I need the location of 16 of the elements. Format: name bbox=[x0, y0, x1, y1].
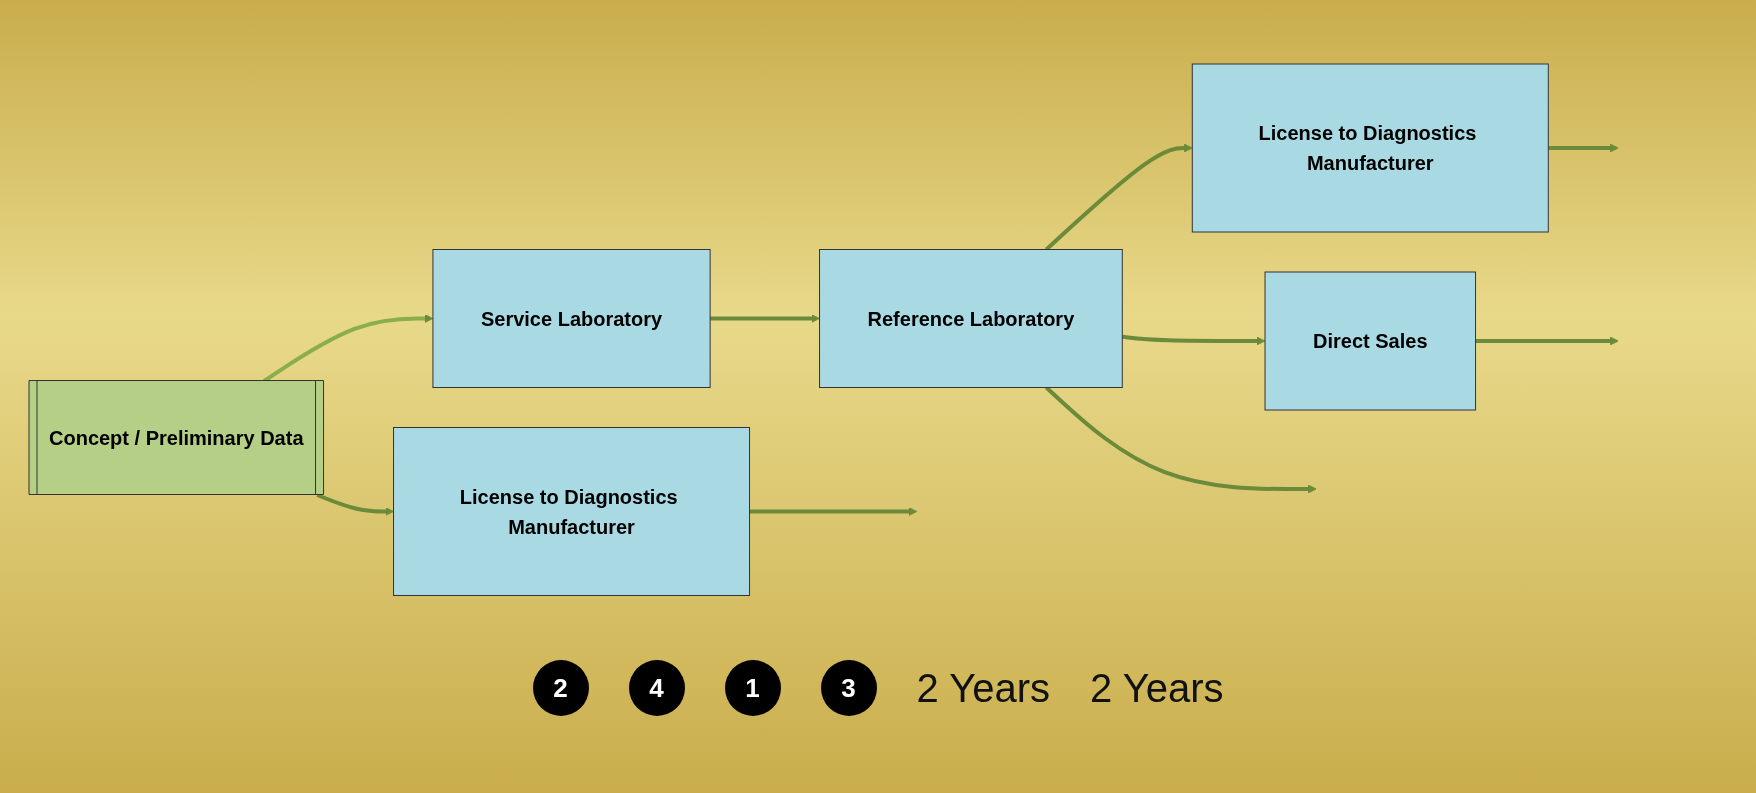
duration-label: 2 Years bbox=[1090, 665, 1224, 711]
node-box: License to Diagnostics Manufacturer bbox=[1192, 63, 1550, 233]
callout-number: 3 bbox=[820, 660, 877, 716]
node-box: License to Diagnostics Manufacturer bbox=[393, 427, 751, 597]
callout-number: 4 bbox=[628, 660, 685, 716]
arrow bbox=[710, 314, 821, 324]
callout-number: 2 bbox=[532, 660, 589, 716]
callout-number: 1 bbox=[724, 660, 781, 716]
arrow bbox=[1045, 386, 1318, 494]
node-box: Direct Sales bbox=[1264, 271, 1477, 411]
arrow bbox=[749, 507, 918, 517]
node-box: Reference Laboratory bbox=[819, 249, 1124, 389]
arrow bbox=[1122, 335, 1266, 346]
node-box: Service Laboratory bbox=[432, 249, 711, 389]
duration-label: 2 Years bbox=[916, 665, 1050, 711]
arrow bbox=[316, 493, 395, 517]
